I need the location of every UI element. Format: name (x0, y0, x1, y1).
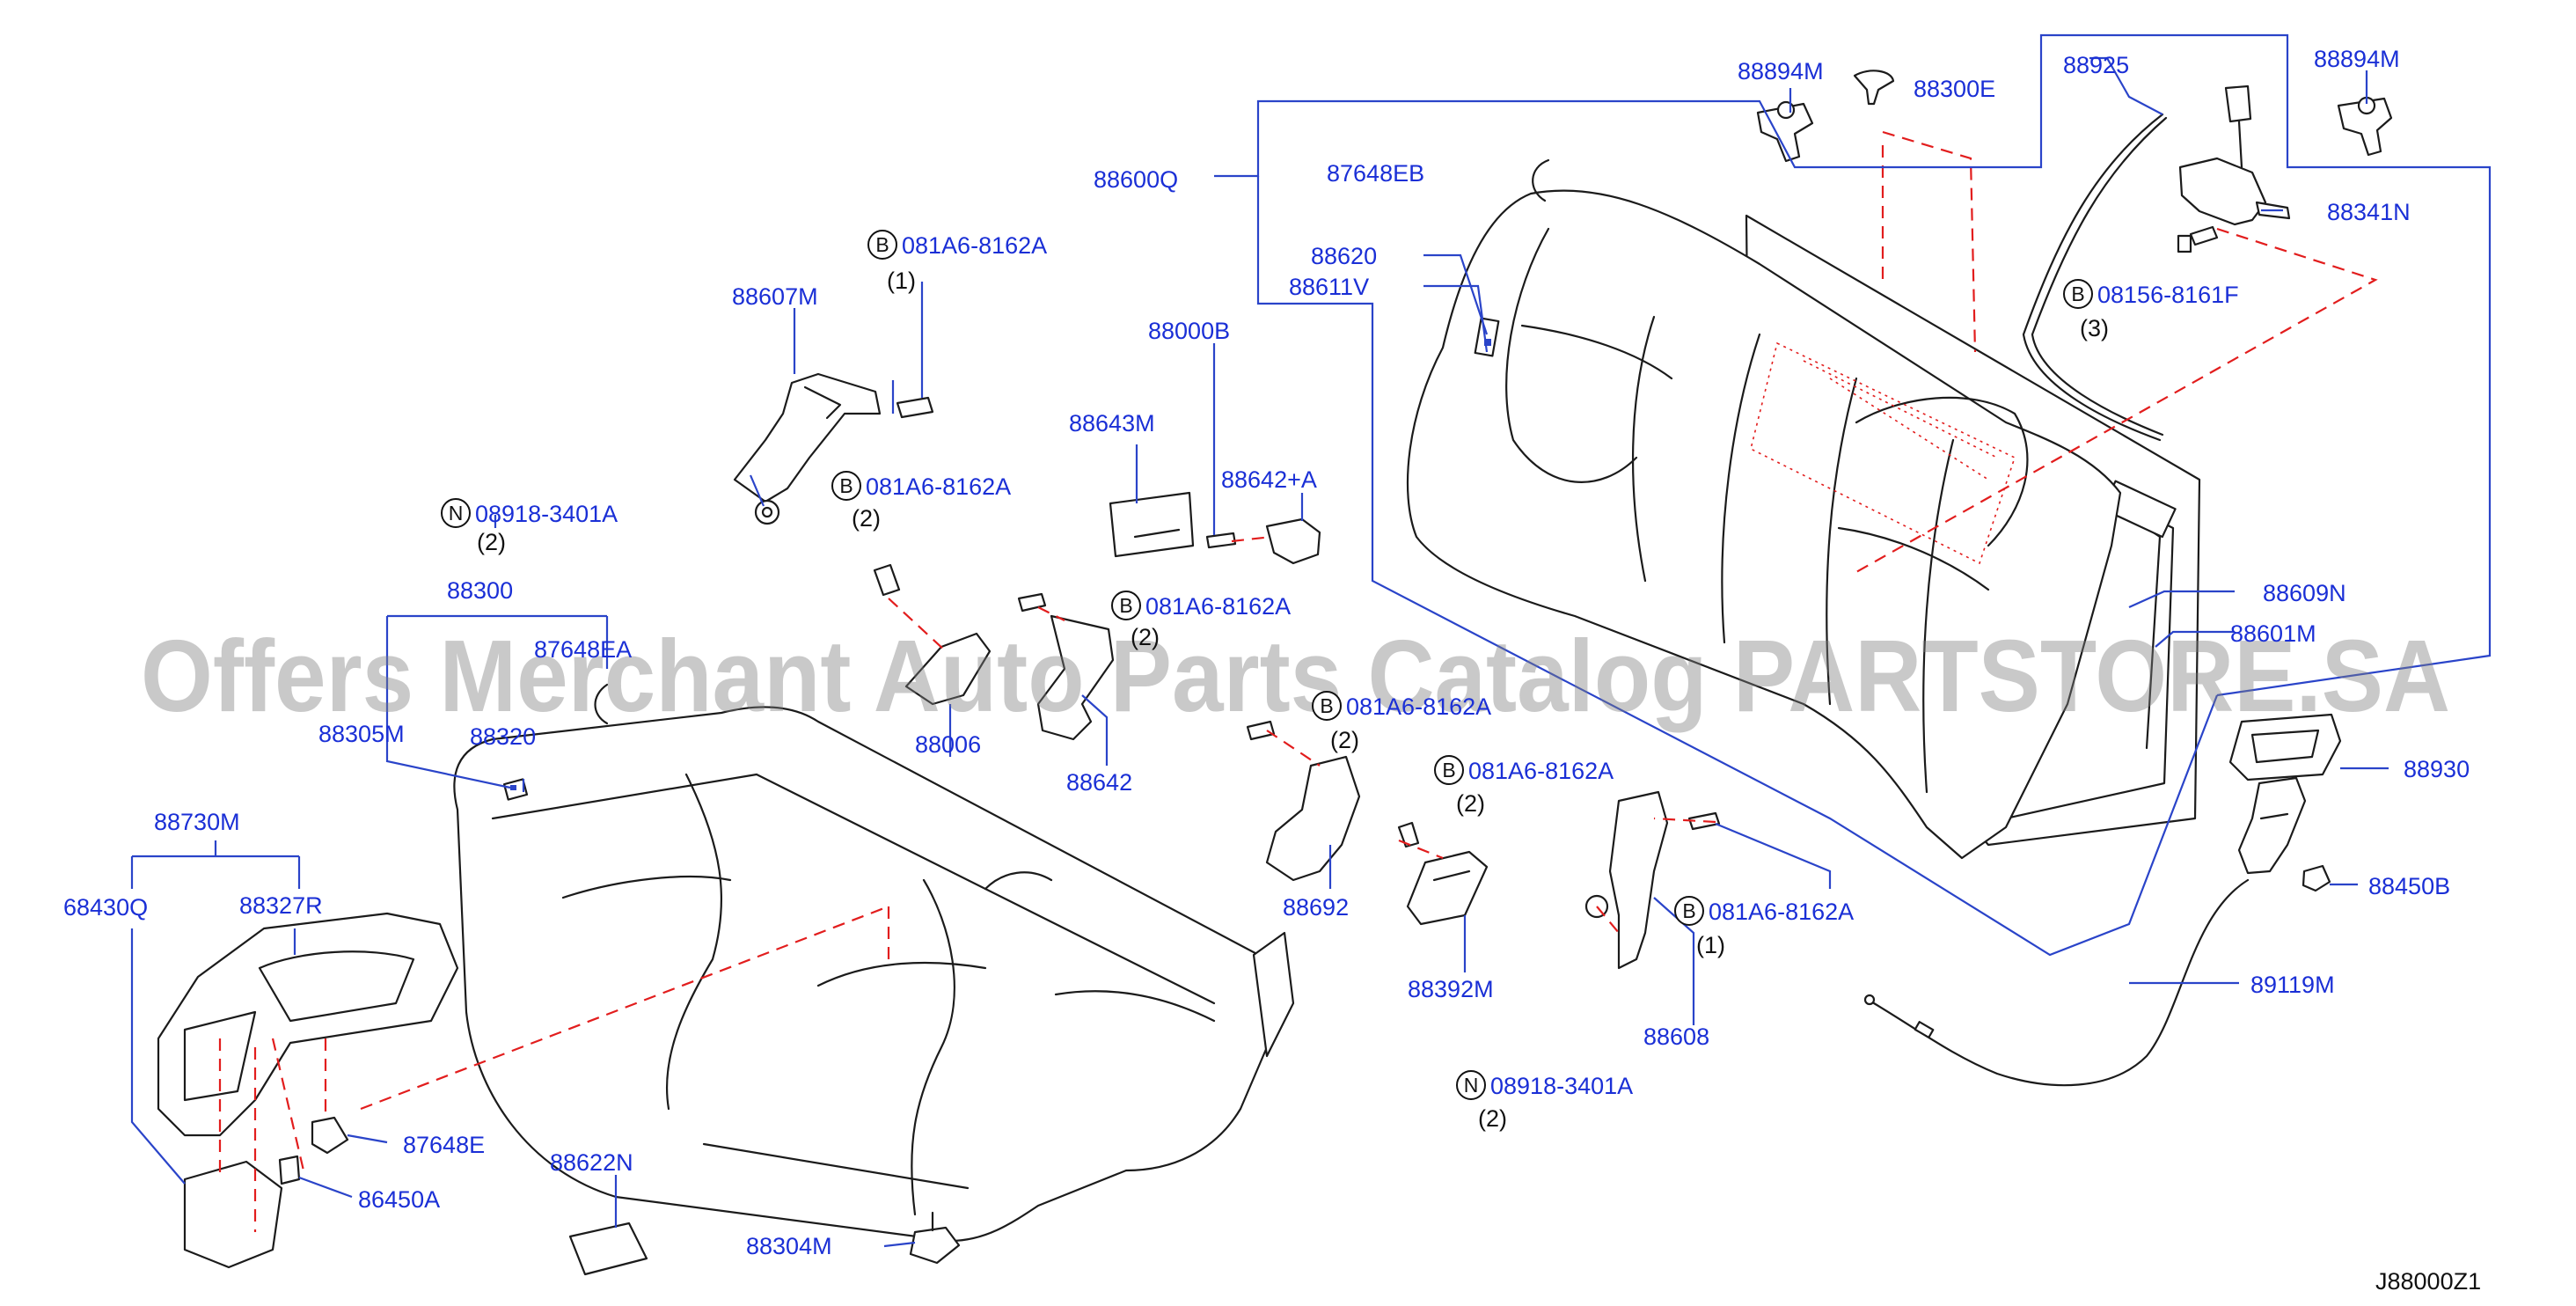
fastener-code: 081A6-8162A (1468, 758, 1614, 784)
label-88300E[interactable]: 88300E (1914, 76, 1995, 102)
svg-text:B: B (1442, 759, 1455, 781)
cushion-hardware (733, 372, 1721, 970)
label-68430Q[interactable]: 68430Q (63, 894, 148, 921)
seat-back-drawing (1406, 189, 2201, 860)
fastener-qty: (1) (887, 268, 916, 294)
fastener-qty: (2) (1456, 790, 1485, 817)
nut-symbol-icon (441, 498, 471, 528)
leader-lines (130, 33, 2492, 1248)
part-labels: 88894M 88300E 88925 88894M 88600Q 87648E… (63, 46, 2470, 1259)
fastener-qty: (2) (1330, 727, 1359, 753)
fastener-code: 081A6-8162A (902, 232, 1047, 259)
seat-back-latch-hardware (1756, 70, 2393, 442)
fastener-qty: (3) (2080, 315, 2109, 341)
label-87648EA[interactable]: 87648EA (534, 636, 632, 663)
label-88643M[interactable]: 88643M (1069, 410, 1155, 437)
fastener-callout-6[interactable]: B 081A6-8162A (2) (1312, 691, 1491, 753)
label-87648EB[interactable]: 87648EB (1327, 160, 1424, 187)
fastener-code: 081A6-8162A (1145, 593, 1291, 620)
label-88930[interactable]: 88930 (2404, 756, 2470, 782)
label-88642[interactable]: 88642 (1066, 769, 1132, 796)
label-88894M-right[interactable]: 88894M (2314, 46, 2400, 72)
fastener-qty: (2) (477, 529, 506, 555)
svg-text:B: B (2071, 282, 2084, 305)
label-88392M[interactable]: 88392M (1408, 976, 1494, 1002)
bolt-symbol-icon (831, 471, 861, 501)
label-89119M[interactable]: 89119M (2250, 972, 2335, 998)
fastener-qty: (1) (1696, 932, 1725, 958)
fastener-code: 081A6-8162A (1709, 899, 1854, 925)
label-88730M[interactable]: 88730M (154, 809, 240, 835)
bolt-symbol-icon (1312, 691, 1342, 721)
label-88320[interactable]: 88320 (470, 723, 536, 750)
fastener-callouts: B 081A6-8162A (1) N 08918-3401A (2) B 08… (441, 230, 2239, 1132)
fastener-callout-7[interactable]: B 081A6-8162A (2) (1434, 755, 1614, 817)
label-87648E[interactable]: 87648E (403, 1132, 485, 1158)
svg-text:B: B (1682, 899, 1695, 922)
label-88607M[interactable]: 88607M (732, 283, 818, 310)
watermark: Offers Merchant Auto Parts Catalog PARTS… (141, 619, 2450, 733)
svg-text:N: N (1464, 1074, 1479, 1097)
svg-text:B: B (1119, 594, 1132, 617)
fastener-code: 081A6-8162A (866, 473, 1011, 500)
svg-text:B: B (839, 474, 853, 497)
label-88006[interactable]: 88006 (915, 731, 981, 758)
bolt-symbol-icon (1674, 896, 1704, 926)
label-88601M[interactable]: 88601M (2230, 620, 2316, 647)
label-88305M[interactable]: 88305M (318, 721, 405, 747)
svg-text:B: B (1320, 694, 1333, 717)
label-88894M-left[interactable]: 88894M (1738, 58, 1824, 84)
fastener-callout-8[interactable]: B 081A6-8162A (1) (1674, 896, 1854, 958)
fastener-code: 08918-3401A (1490, 1073, 1633, 1099)
label-88611V[interactable]: 88611V (1289, 274, 1369, 300)
label-88450B[interactable]: 88450B (2368, 873, 2450, 899)
fastener-qty: (2) (1478, 1105, 1507, 1132)
release-handle-and-cable (1863, 713, 2342, 1087)
label-88341N[interactable]: 88341N (2327, 199, 2411, 225)
label-88620[interactable]: 88620 (1311, 243, 1377, 269)
fastener-callout-1[interactable]: B 081A6-8162A (1) (867, 230, 1047, 294)
diagram-code: J88000Z1 (2375, 1268, 2481, 1295)
fastener-code: 081A6-8162A (1346, 693, 1491, 720)
label-88609N[interactable]: 88609N (2263, 580, 2346, 606)
nut-symbol-icon (1456, 1070, 1486, 1100)
label-88600Q[interactable]: 88600Q (1094, 166, 1178, 193)
label-88000B[interactable]: 88000B (1148, 318, 1230, 344)
label-88327R[interactable]: 88327R (239, 892, 323, 919)
svg-text:N: N (449, 502, 464, 525)
bolt-symbol-icon (2063, 279, 2093, 309)
bolt-symbol-icon (1434, 755, 1464, 785)
label-88692[interactable]: 88692 (1283, 894, 1349, 921)
label-88608[interactable]: 88608 (1643, 1024, 1709, 1050)
label-88300[interactable]: 88300 (447, 577, 513, 604)
fastener-code: 08156-8161F (2097, 282, 2239, 308)
bolt-symbol-icon (867, 230, 897, 260)
label-88925[interactable]: 88925 (2063, 52, 2129, 78)
fastener-callout-5[interactable]: B 08156-8161F (3) (2063, 279, 2239, 341)
label-88642-plus-A[interactable]: 88642+A (1221, 466, 1317, 493)
armrest-drawing (157, 912, 961, 1276)
label-86450A[interactable]: 86450A (358, 1186, 440, 1213)
clip-87648EB-icon (1532, 158, 1550, 202)
label-88304M[interactable]: 88304M (746, 1233, 832, 1259)
label-88622N[interactable]: 88622N (550, 1149, 633, 1176)
fastener-callout-9[interactable]: N 08918-3401A (2) (1456, 1070, 1633, 1132)
seat-cushion-drawing (453, 683, 1295, 1243)
fastener-code: 08918-3401A (475, 501, 618, 527)
fastener-callout-3[interactable]: B 081A6-8162A (2) (831, 471, 1011, 532)
svg-text:B: B (875, 233, 889, 256)
fastener-qty: (2) (852, 505, 881, 532)
bolt-symbol-icon (1111, 591, 1141, 620)
fastener-callout-4[interactable]: B 081A6-8162A (2) (1111, 591, 1291, 650)
fastener-callout-2[interactable]: N 08918-3401A (2) (441, 498, 618, 555)
fastener-qty: (2) (1131, 624, 1160, 650)
alignment-guides (218, 130, 2378, 1232)
